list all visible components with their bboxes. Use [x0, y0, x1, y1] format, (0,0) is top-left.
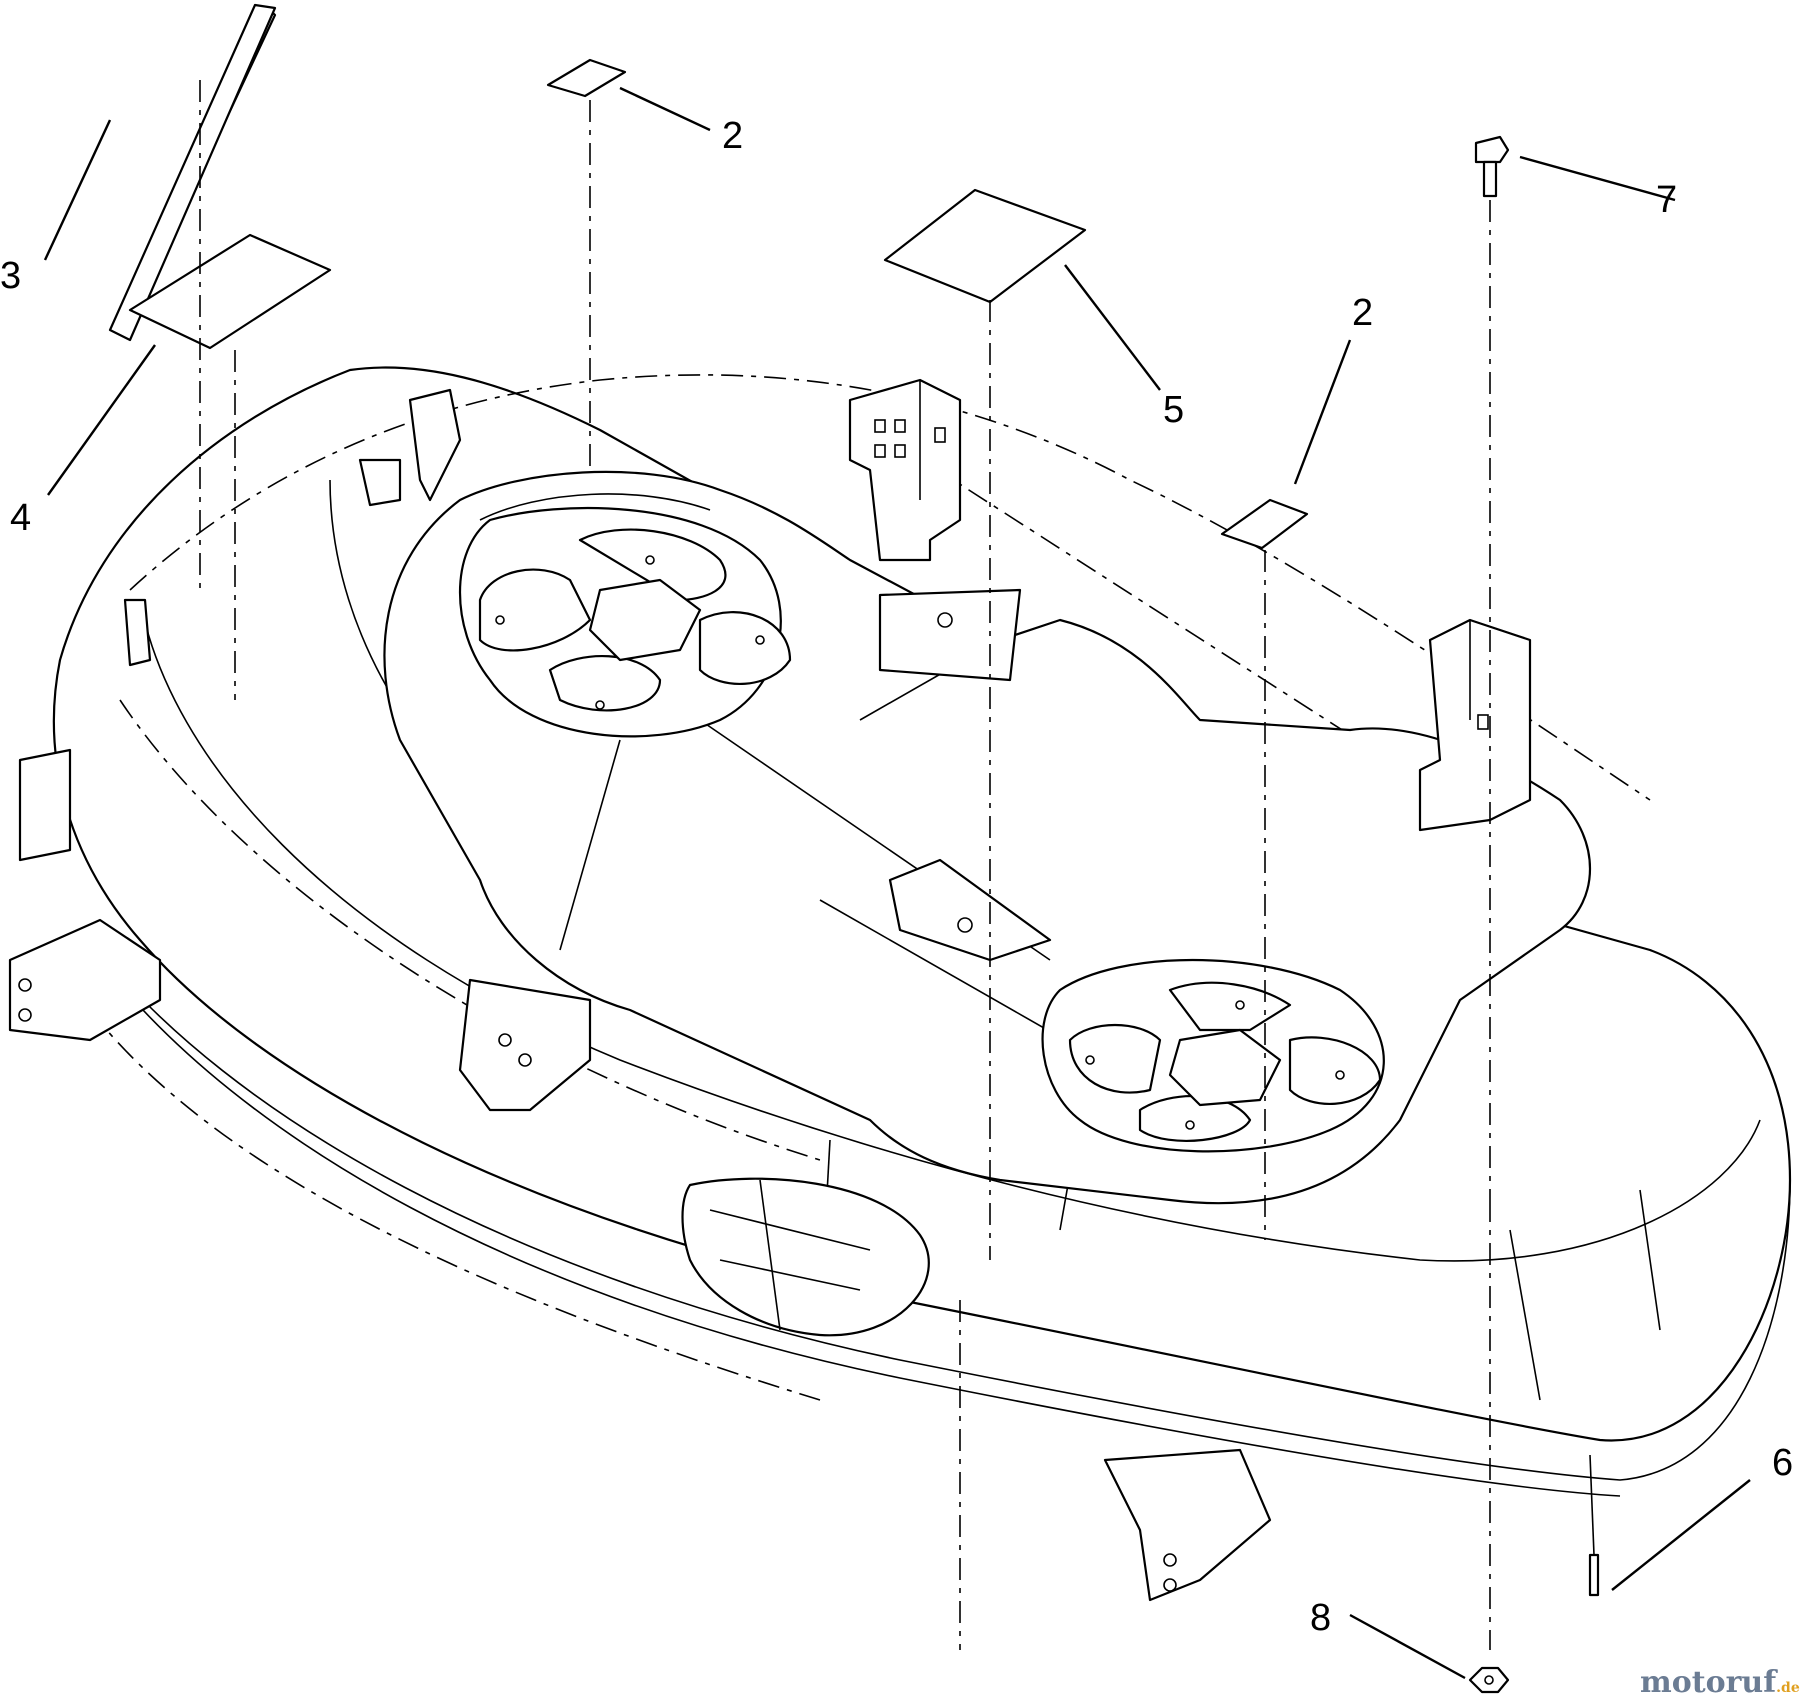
leader-3: [43, 119, 112, 261]
leader-8: [1349, 1613, 1466, 1680]
callout-6: 6: [1772, 1442, 1793, 1484]
front-left-bracket: [458, 978, 592, 1112]
rear-bracket-large: [848, 378, 962, 562]
watermark-logo: motoruf.de: [1640, 1665, 1800, 1700]
decal-5: [883, 188, 1087, 304]
rear-left-upright: [358, 388, 462, 507]
right-bracket: [1418, 618, 1532, 832]
leader-4: [47, 344, 156, 496]
callout-5: 5: [1163, 389, 1184, 431]
spindle-pad-right: [1041, 958, 1385, 1153]
bolt-7: [1474, 135, 1510, 198]
decal-2-right: [1220, 498, 1309, 550]
discharge-guard: [681, 1177, 930, 1337]
pin-6: [1588, 1454, 1600, 1597]
decal-2-upper: [546, 58, 627, 98]
left-hinge-bracket: [8, 598, 162, 1042]
callout-8: 8: [1310, 1597, 1331, 1639]
leader-6: [1611, 1479, 1751, 1591]
leader-7: [1519, 155, 1676, 202]
decal-4: [128, 233, 332, 350]
leader-2a: [619, 86, 711, 132]
nut-8: [1468, 1666, 1510, 1694]
front-right-bracket: [1103, 1448, 1272, 1602]
decal-3: [108, 3, 277, 342]
callouts: 3 2 7 5 2 4 6 8: [0, 115, 1793, 1639]
leader-5: [1064, 264, 1161, 391]
spindle-pad-left: [458, 506, 792, 738]
leader-lines: [43, 86, 1751, 1680]
callout-3: 3: [0, 255, 21, 297]
callout-4: 4: [10, 497, 31, 539]
callout-2-upper: 2: [722, 115, 743, 157]
leader-2b: [1293, 339, 1352, 485]
center-bracket: [878, 588, 1052, 962]
assembly-lines: [199, 80, 1491, 1650]
callout-7: 7: [1656, 179, 1677, 221]
watermark-text: motoruf.de: [1640, 1665, 1800, 1700]
callout-2-right: 2: [1352, 292, 1373, 334]
